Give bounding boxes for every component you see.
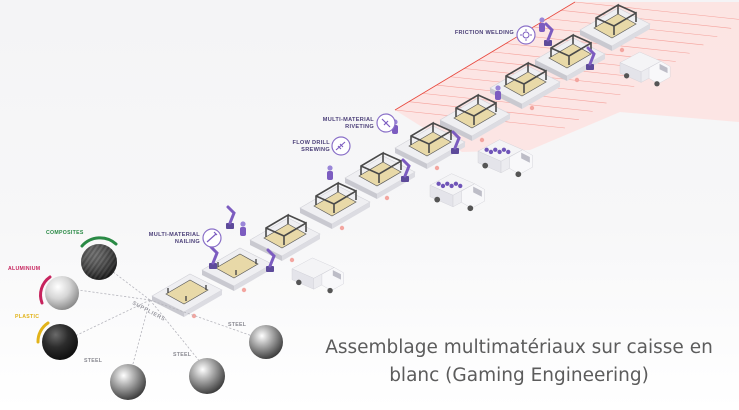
label-steel-3: STEEL <box>228 322 247 328</box>
caption-line-1: Assemblage multimatériaux sur caisse en <box>325 337 713 358</box>
steel-sphere-3 <box>249 325 283 359</box>
robot-icon <box>451 130 461 154</box>
conveyor-platform-side <box>580 30 612 51</box>
nail-icon <box>202 228 222 248</box>
caption-line-2: blanc (Gaming Engineering) <box>389 365 649 386</box>
operator-icon <box>327 165 333 180</box>
robot-arms <box>209 17 596 272</box>
steel-sphere-2 <box>189 358 225 394</box>
truck-icon <box>477 139 533 178</box>
car-body-icon <box>263 213 307 249</box>
safety-marker <box>574 77 580 83</box>
screw-icon <box>331 136 351 156</box>
car-body-icon <box>453 93 497 129</box>
conveyor-platform-side <box>300 208 332 229</box>
plastic-sphere <box>36 321 78 360</box>
conveyor-platform-side <box>152 296 184 317</box>
conveyor-platform-side <box>395 148 427 169</box>
car-body-frames <box>165 3 637 305</box>
label-friction-welding: FRICTION WELDING <box>454 30 514 36</box>
safety-marker <box>339 225 345 231</box>
label-multi-material-nailing: MULTI-MATERIAL NAILING <box>148 232 200 245</box>
conveyor-platform-front <box>184 290 222 317</box>
weld-icon <box>516 25 536 45</box>
label-flow-drill-screwing: FLOW DRILL SREWING <box>292 140 330 153</box>
safety-marker <box>434 165 440 171</box>
conveyor-platform-side <box>535 60 567 81</box>
car-body-icon <box>593 3 637 39</box>
robot-icon <box>226 205 236 229</box>
car-body-icon <box>358 151 402 187</box>
truck-icon <box>619 51 671 87</box>
robot-icon <box>544 22 554 46</box>
car-body-icon <box>313 181 357 217</box>
rivet-icon <box>376 113 396 133</box>
operator-icon <box>240 221 246 236</box>
operator-icon <box>539 17 545 32</box>
label-plastic: PLASTIC <box>15 314 40 320</box>
truck-icon <box>291 257 344 294</box>
conveyor-platform-side <box>440 120 472 141</box>
conveyor-platform-side <box>202 270 234 291</box>
label-multi-material-riveting: MULTI-MATERIAL RIVETING <box>322 117 374 130</box>
conveyor-platform-front <box>522 82 560 109</box>
label-steel-1: STEEL <box>84 358 103 364</box>
robot-icon <box>586 46 596 70</box>
robot-icon <box>266 248 276 272</box>
robot-icon <box>209 245 219 269</box>
conveyor-platform-front <box>234 264 272 291</box>
conveyor-platform-front <box>282 234 320 261</box>
supply-trucks <box>291 51 671 294</box>
safety-marker <box>529 105 535 111</box>
conveyor-platform-front <box>472 114 510 141</box>
conveyor-platform-front <box>612 24 650 51</box>
caption: Assemblage multimatériaux sur caisse en … <box>318 334 720 390</box>
label-aluminium: ALUMINIUM <box>8 266 41 272</box>
safety-marker <box>241 287 247 293</box>
truck-icon <box>429 173 485 212</box>
safety-marker <box>479 137 485 143</box>
steel-sphere-1 <box>110 364 146 400</box>
conveyor-platform-front <box>332 202 370 229</box>
operator-icon <box>495 85 501 100</box>
safety-marker <box>289 257 295 263</box>
safety-marker <box>384 195 390 201</box>
car-body-icon <box>503 61 547 97</box>
car-body-icon <box>215 253 259 279</box>
safety-marker <box>619 47 625 53</box>
car-body-icon <box>165 279 209 305</box>
label-steel-2: STEEL <box>173 352 192 358</box>
conveyor-platform-side <box>345 178 377 199</box>
aluminium-sphere <box>39 275 79 310</box>
car-body-icon <box>408 121 452 157</box>
car-body-icon <box>548 33 592 69</box>
label-composites: COMPOSITES <box>46 230 84 236</box>
composites-sphere <box>80 236 118 280</box>
robot-icon <box>401 158 411 182</box>
